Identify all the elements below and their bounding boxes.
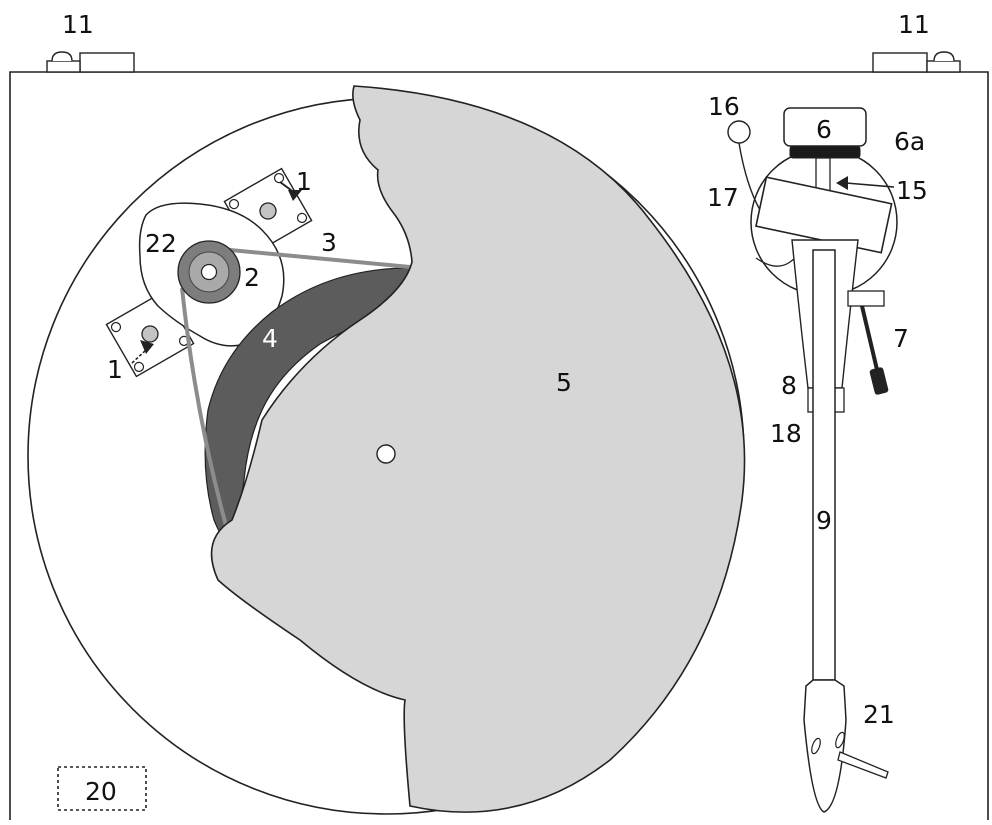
label-antiskating-thread: 17 [707,183,739,212]
tonearm-lift-lever [860,305,889,395]
tonearm-tube [812,249,836,681]
label-tonearm: 9 [816,506,832,535]
label-arm-rest: 8 [781,371,797,400]
label-motor-mount: 22 [145,229,177,258]
label-sub-platter: 4 [262,324,278,353]
antiskating-hanger [727,120,751,144]
label-motor-pulley: 2 [244,263,260,292]
label-power-switch: 20 [85,777,117,806]
spindle [376,444,396,464]
counterweight-ring [789,145,861,159]
label-drive-belt: 3 [321,228,337,257]
motor-screw-bottom [141,325,159,343]
plinth-outline [9,71,989,820]
label-counterweight-ring: 6a [894,127,925,156]
label-counterweight: 6 [816,115,832,144]
label-motor-screw-bottom: 1 [107,355,123,384]
foot-left [46,51,135,73]
leader-arrows [131,176,895,364]
headshell [803,679,847,813]
label-antiskating-hanger: 16 [708,92,740,121]
label-motor-screw-top: 1 [296,167,312,196]
label-antiskating-weight: 15 [896,176,928,205]
drive-belt [180,246,411,541]
label-foot-right: 11 [898,10,930,39]
tonearm-lift-platform [847,290,885,307]
label-foot-left: 11 [62,10,94,39]
power-switch-area [57,766,147,811]
tonearm-assembly [727,107,898,813]
label-platter: 5 [556,368,572,397]
foot-right [872,51,961,73]
platter [210,85,746,813]
motor-pulley [177,240,241,304]
label-headshell: 21 [863,700,895,729]
finger-lift [837,751,889,779]
label-arm-rest-clip: 18 [770,419,802,448]
antiskating-thread [738,142,761,211]
label-tonearm-lift: 7 [893,324,909,353]
motor-screw-top [259,202,277,220]
